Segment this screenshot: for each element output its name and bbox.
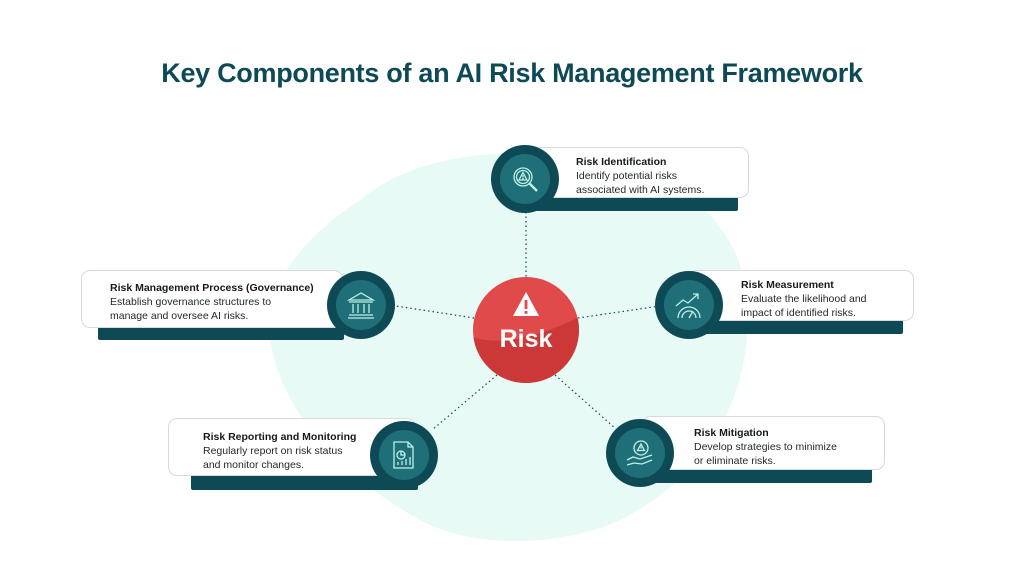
hand-gear-warning-icon (626, 440, 653, 466)
card-measurement: Risk Measurement Evaluate the likelihood… (688, 270, 914, 321)
card-desc-governance: Establish governance structures to manag… (110, 296, 272, 322)
bank-building-icon (346, 292, 376, 319)
risk-center-circle: Risk (473, 277, 579, 383)
connector-measurement (577, 305, 661, 319)
card-shadow-reporting (191, 474, 418, 490)
icon-circle-governance (327, 271, 395, 339)
icon-circle-reporting (370, 421, 438, 489)
risk-center-shade (473, 317, 579, 383)
gauge-trend-icon (675, 293, 701, 319)
card-identification: Risk Identification Identify potential r… (525, 147, 749, 198)
card-title-measurement: Risk Measurement (741, 279, 834, 291)
connector-reporting (431, 374, 498, 431)
card-shadow-governance (98, 324, 344, 340)
card-desc-measurement: Evaluate the likelihood and impact of id… (741, 293, 867, 319)
card-desc-mitigation: Develop strategies to minimize or elimin… (694, 441, 837, 467)
card-shadow-identification (525, 195, 738, 211)
card-desc-reporting: Regularly report on risk status and moni… (203, 445, 343, 471)
card-title-identification: Risk Identification (576, 156, 667, 168)
page-title: Key Components of an AI Risk Management … (161, 58, 863, 88)
icon-circle-measurement (655, 271, 723, 339)
card-mitigation: Risk Mitigation Develop strategies to mi… (642, 416, 885, 470)
warning-icon (513, 292, 539, 316)
card-shadow-measurement (688, 318, 903, 334)
magnifier-warning-icon (513, 167, 538, 192)
icon-circle-mitigation (606, 419, 674, 487)
card-desc-identification: Identify potential risks associated with… (576, 170, 705, 196)
report-chart-icon (393, 441, 414, 469)
card-title-mitigation: Risk Mitigation (694, 427, 769, 439)
connector-governance (395, 305, 475, 319)
card-title-governance: Risk Management Process (Governance) (110, 282, 314, 294)
card-shadow-mitigation (642, 467, 872, 483)
risk-center-label: Risk (499, 325, 553, 353)
icon-circle-identification (491, 145, 559, 213)
card-governance: Risk Management Process (Governance) Est… (81, 270, 343, 328)
card-title-reporting: Risk Reporting and Monitoring (203, 431, 357, 443)
